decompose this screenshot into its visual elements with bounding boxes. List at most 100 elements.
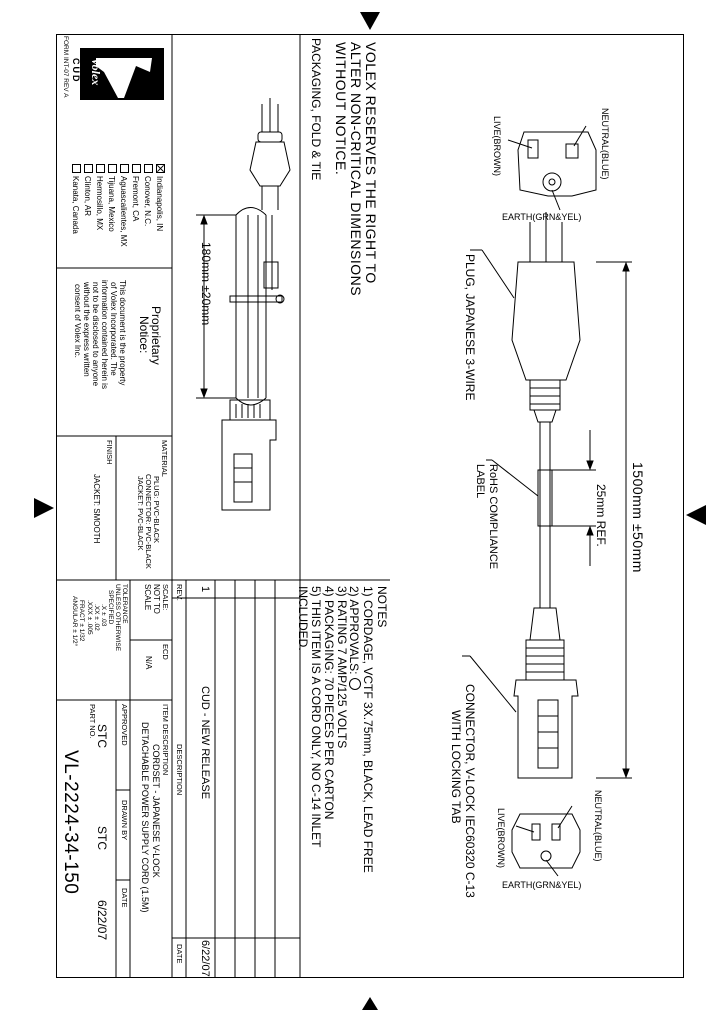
top-center-marker <box>360 12 380 30</box>
reserve-line-1: VOLEX RESERVES THE RIGHT TO <box>363 42 379 284</box>
material-line-2: CONNECTOR: PVC-BLACK <box>144 474 153 569</box>
overall-dimension: 1500mm ±50mm <box>630 462 646 573</box>
location-label: Fremont, CA <box>131 176 140 222</box>
tolerance-line-1: TOLERANCE <box>121 584 128 624</box>
scale-label: SCALE: <box>161 584 170 611</box>
item-desc-line-2: DETACHABLE POWER SUPPLY CORD (1.5M) <box>140 722 150 913</box>
rev-description: CUD - NEW RELEASE <box>199 686 211 800</box>
location-option[interactable]: Aguascalientes, MX <box>119 164 129 247</box>
unchecked-box-icon[interactable] <box>72 164 81 173</box>
location-label: Hermosillo, MX <box>95 176 104 231</box>
form-number: FORM INT-07 REV A <box>62 36 69 98</box>
material-line-1: PLUG: PVC-BLACK <box>152 476 161 544</box>
rohs-label-line-1: RoHS COMPLIANCE <box>487 464 499 570</box>
logo-sub: CUD <box>71 58 81 84</box>
note-5: 5) THIS ITEM IS A CORD ONLY, NO C-14 INL… <box>309 586 323 848</box>
finish-value: JACKET: SMOOTH <box>92 474 101 544</box>
rev-date: 6/22/07 <box>199 940 211 977</box>
proprietary-body-5: without the express written <box>82 282 91 377</box>
connector-label-line-2: WITH LOCKING TAB <box>449 710 463 824</box>
finish-title: FINISH <box>105 440 114 465</box>
bottom-center-marker <box>362 997 378 1010</box>
rev-date-header: DATE <box>175 944 184 964</box>
packaged-cord <box>196 98 291 511</box>
tolerance-line-6: .XXX ± .005 <box>86 600 93 635</box>
item-desc-label: ITEM DESCRIPTION <box>161 704 170 776</box>
proprietary-title-1: Proprietary <box>149 306 163 365</box>
unchecked-box-icon[interactable] <box>144 164 153 173</box>
packaging-title: PACKAGING, FOLD & TIE <box>309 38 323 181</box>
connector-live-label: LIVE(BROWN) <box>496 808 506 869</box>
note-5-cont: INCLUDED. <box>296 586 310 651</box>
proprietary-body-1: This document is the property <box>118 280 127 386</box>
material-line-3: JACKET: PVC-BLACK <box>136 476 145 551</box>
ecd-label: ECD <box>161 644 170 660</box>
location-option[interactable]: Tijuana, Mexico <box>107 164 117 232</box>
unchecked-box-icon[interactable] <box>120 164 129 173</box>
location-label: Conover, N.C. <box>143 176 152 227</box>
drawing-frame <box>56 34 684 978</box>
scale-line-2: SCALE <box>143 584 152 611</box>
notes-title: NOTES <box>375 586 389 628</box>
tolerance-line-3: SPECIFIED <box>107 590 114 625</box>
fold-dimension: 180mm ±20mm <box>199 242 213 326</box>
drawn-label: DRAWN BY <box>120 800 129 841</box>
unchecked-box-icon[interactable] <box>84 164 93 173</box>
rev-number: 1 <box>199 586 211 593</box>
checked-box-icon[interactable] <box>156 164 165 173</box>
proprietary-body-2: of Volex Incorporated. The <box>109 282 118 376</box>
connector-neutral-label: NEUTRAL(BLUE) <box>593 790 603 862</box>
location-label: Clinton, AR <box>83 176 92 217</box>
proprietary-body-3: information contained herein is <box>100 280 109 389</box>
location-option[interactable]: Indianapolis, IN <box>155 164 165 231</box>
rev-desc-header: DESCRIPTION <box>175 744 184 796</box>
rohs-label-line-2: LABEL <box>474 464 486 499</box>
date-label: DATE <box>120 888 129 908</box>
location-label: Aguascalientes, MX <box>119 176 128 247</box>
item-desc-line-1: CORDSET - JAPANESE V-LOCK <box>151 744 161 878</box>
right-center-marker <box>686 505 706 525</box>
plug-description-label: PLUG, JAPANESE 3-WIRE <box>463 254 477 401</box>
connector-label-line-1: CONNECTOR, V-LOCK IEC60320 C-13 <box>463 684 477 898</box>
drawn-value: STC <box>95 826 109 850</box>
location-option[interactable]: Conover, N.C. <box>143 164 153 226</box>
proprietary-title-2: Notice: <box>137 316 151 354</box>
left-center-marker <box>34 498 54 518</box>
approved-label: APPROVED <box>120 704 129 746</box>
plug-neutral-label: NEUTRAL(BLUE) <box>600 108 610 180</box>
reserve-line-2: ALTER NON-CRITICAL DIMENSIONS <box>348 42 364 297</box>
proprietary-body-4: not to be disclosed to anyone <box>91 282 100 387</box>
ul-approval-icon <box>349 677 361 690</box>
unchecked-box-icon[interactable] <box>108 164 117 173</box>
scale-line-1: NOT TO <box>152 584 161 614</box>
note-3: 3) RATING 7 AMP/125 VOLTS <box>335 586 349 749</box>
plug-live-label: LIVE(BROWN) <box>492 116 502 177</box>
proprietary-body-6: consent of Volex Inc. <box>73 284 82 358</box>
date-value: 6/22/07 <box>95 900 109 941</box>
logo-brand: Volex <box>89 58 103 86</box>
main-cord <box>462 125 632 877</box>
connector-earth-label: EARTH(GRN&YEL) <box>502 880 582 890</box>
tolerance-line-4: .X ± .03 <box>100 604 107 627</box>
tolerance-line-5: .XX ± .02 <box>93 604 100 631</box>
ecd-value: N/A <box>144 656 153 670</box>
unchecked-box-icon[interactable] <box>96 164 105 173</box>
reserve-line-3: WITHOUT NOTICE. <box>333 42 349 176</box>
unchecked-box-icon[interactable] <box>132 164 141 173</box>
location-option[interactable]: Hermosillo, MX <box>95 164 105 230</box>
note-2: 2) APPROVALS: <box>347 586 361 690</box>
location-label: Kanata, Canada <box>71 176 80 234</box>
location-label: Tijuana, Mexico <box>107 176 116 232</box>
volex-logo-mark <box>80 48 164 100</box>
note-4: 4) PACKAGING: 70 PIECES PER CARTON <box>322 586 336 820</box>
ref-dimension: 25mm REF. <box>594 484 608 547</box>
location-option[interactable]: Clinton, AR <box>83 164 93 216</box>
note-1: 1) CORDAGE, VCTF 3X.75mm, BLACK, LEAD FR… <box>361 586 375 873</box>
plug-earth-label: EARTH(GRN&YEL) <box>502 212 582 222</box>
tolerance-line-2: UNLESS OTHERWISE <box>114 584 121 652</box>
location-option[interactable]: Kanata, Canada <box>71 164 81 234</box>
rev-header: REV. <box>175 584 184 601</box>
part-no-label: PART NO. <box>88 704 97 739</box>
location-option[interactable]: Fremont, CA <box>131 164 141 221</box>
